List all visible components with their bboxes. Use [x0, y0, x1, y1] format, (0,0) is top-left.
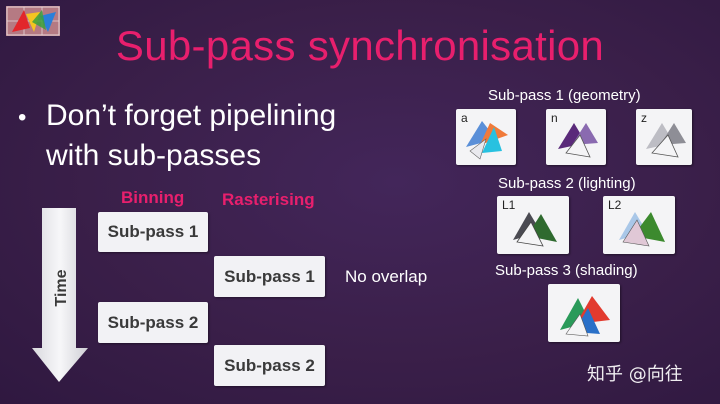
binning-subpass-1-box: Sub-pass 1: [98, 212, 208, 252]
time-arrow-icon: [32, 208, 88, 382]
rasterising-subpass-2-box: Sub-pass 2: [214, 345, 325, 386]
triangles-l2-icon: [619, 212, 665, 247]
tile-light-2: L2: [603, 196, 675, 254]
watermark-label: 知乎 @向往: [587, 364, 683, 385]
bullet-text-line-2: with sub-passes: [46, 139, 262, 172]
tile-albedo: a: [456, 109, 516, 165]
tile-n-letter: n: [551, 111, 558, 125]
binning-subpass-2-box: Sub-pass 2: [98, 302, 208, 343]
triangles-shading-icon: [560, 296, 610, 337]
tile-z-letter: z: [641, 111, 647, 125]
tile-a-letter: a: [461, 111, 468, 125]
bullet-dot: •: [18, 104, 27, 131]
binning-heading: Binning: [121, 188, 185, 207]
subpass-1-geometry-label: Sub-pass 1 (geometry): [488, 87, 641, 104]
triangles-n-icon: [558, 123, 598, 158]
tile-light-1: L1: [497, 196, 569, 254]
tile-depth: z: [636, 109, 692, 165]
triangles-a-icon: [466, 121, 508, 160]
triangles-l1-icon: [513, 212, 557, 247]
subpass-2-lighting-label: Sub-pass 2 (lighting): [498, 175, 636, 192]
rasterising-subpass-1-box: Sub-pass 1: [214, 256, 325, 297]
triangles-z-icon: [646, 123, 686, 158]
tile-normal: n: [546, 109, 606, 165]
rasterising-heading: Rasterising: [222, 190, 315, 209]
logo-icon: [6, 6, 60, 36]
tile-l2-letter: L2: [608, 198, 622, 212]
subpass-3-shading-label: Sub-pass 3 (shading): [495, 262, 638, 279]
no-overlap-label: No overlap: [345, 267, 428, 286]
tile-l1-letter: L1: [502, 198, 516, 212]
time-label: Time: [53, 269, 70, 307]
bullet-text-line-1: Don’t forget pipelining: [46, 99, 337, 132]
tile-shading: [548, 284, 620, 342]
slide-title: Sub-pass synchronisation: [115, 22, 605, 69]
